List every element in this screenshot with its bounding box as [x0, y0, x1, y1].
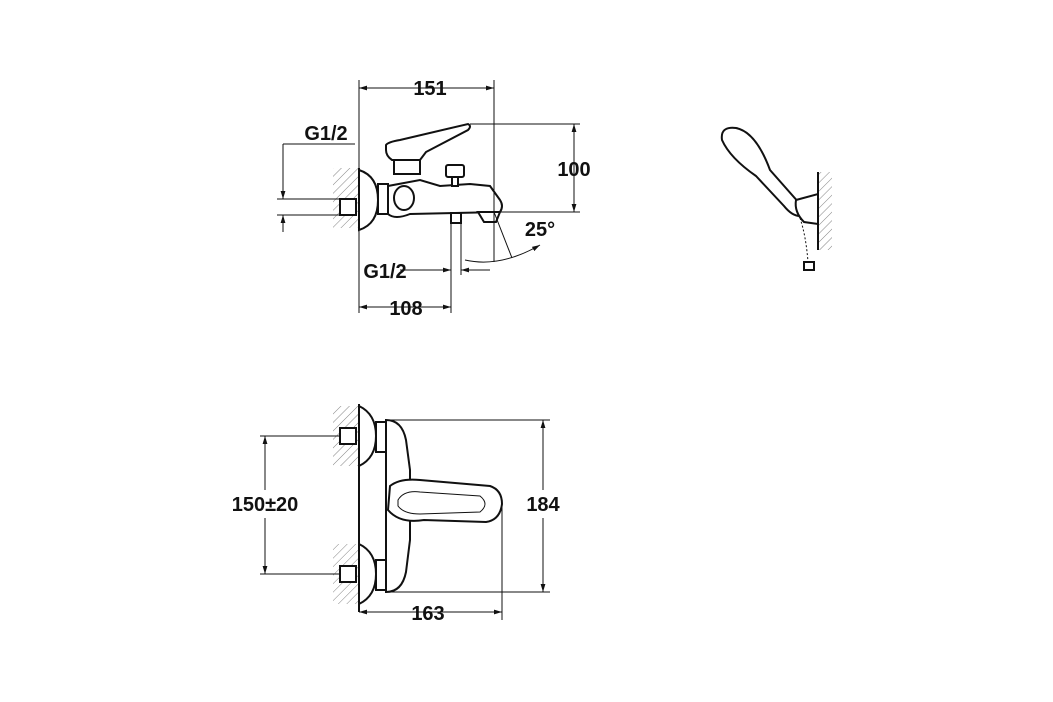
- body-boss: [393, 185, 415, 211]
- diverter-knob: [445, 164, 465, 178]
- inlet-label: G1/2: [304, 123, 347, 145]
- projection-label: 163: [411, 603, 444, 625]
- shower-hose: [799, 217, 809, 263]
- inlet-nut-upper: [339, 427, 357, 445]
- lever-handle: [385, 122, 471, 161]
- label-bg-184: [520, 490, 568, 518]
- shower-wall-hatch: [818, 172, 832, 250]
- lever-handle-top: [386, 478, 504, 524]
- spout-offset-label: 108: [389, 298, 422, 320]
- inlet-nut-lower: [339, 565, 357, 583]
- hand-shower-view: [720, 126, 832, 271]
- escutcheon: [358, 168, 380, 232]
- outlet-label: G1/2: [363, 261, 406, 283]
- depth-label: 184: [526, 494, 560, 516]
- width-label: 151: [413, 78, 446, 100]
- spout-outlet: [450, 212, 462, 224]
- spacing-label: 150±20: [232, 494, 299, 516]
- label-bg-150: [218, 490, 310, 518]
- spout-tip: [476, 211, 502, 223]
- angle-ref-slanted: [493, 211, 513, 259]
- cartridge-housing: [393, 159, 421, 175]
- angle-label: 25°: [525, 219, 555, 241]
- connector-nut: [377, 183, 389, 215]
- front-view: 151 100 G1/2 G1/2 25° 108: [277, 78, 591, 320]
- angle-arc: [464, 244, 541, 263]
- wall-holder: [794, 192, 819, 226]
- escutcheon-upper: [358, 404, 378, 468]
- top-view: 150±20 184 163: [218, 404, 568, 625]
- escutcheon-lower: [358, 542, 378, 606]
- diverter-stem: [451, 176, 459, 187]
- height-label: 100: [557, 159, 590, 181]
- hand-shower: [720, 126, 804, 218]
- inlet-nut: [339, 198, 357, 216]
- lever-handle-inner: [397, 491, 486, 515]
- hose-nut: [803, 261, 815, 271]
